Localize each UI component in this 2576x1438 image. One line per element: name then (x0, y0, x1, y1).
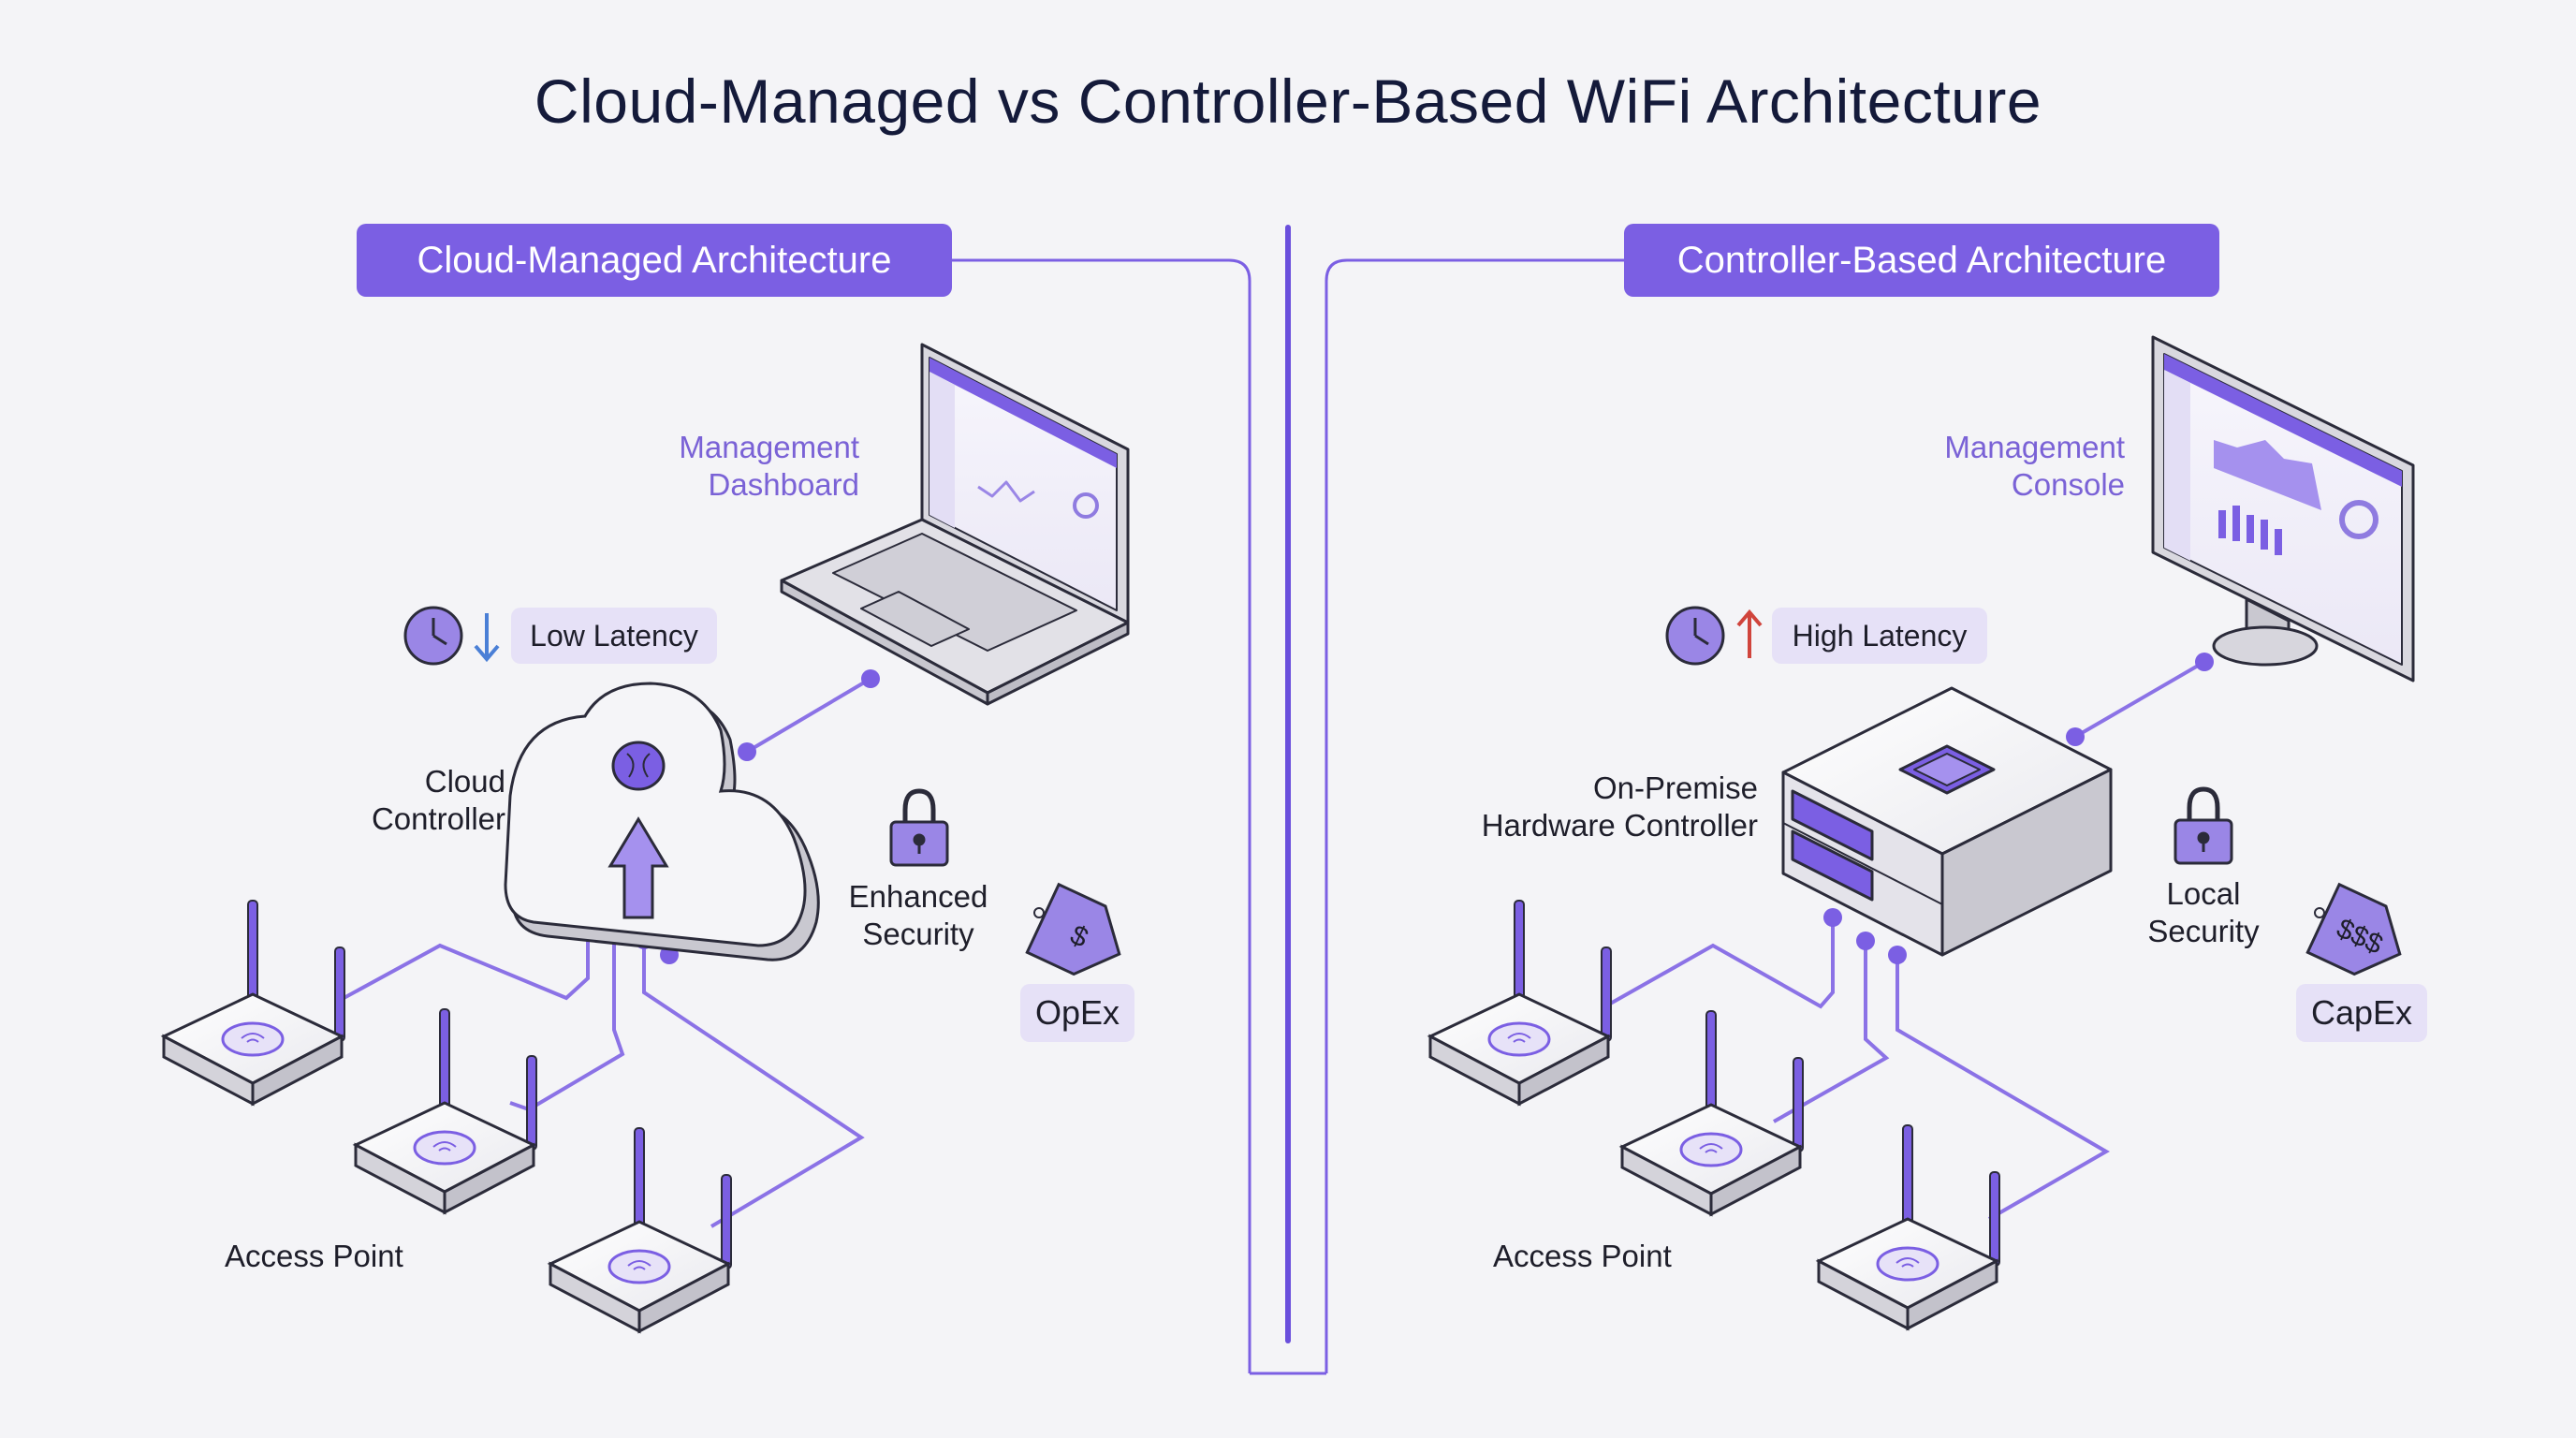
console-label: Management Console (1825, 429, 2125, 504)
enhanced-security-label: Enhanced Security (814, 878, 1022, 953)
local-security-label-line2: Security (2147, 914, 2260, 948)
access-point-right-1 (1427, 900, 1612, 1107)
access-point-left-2 (352, 1008, 537, 1215)
cloud-controller-label-line2: Controller (371, 801, 505, 836)
high-latency-chip: High Latency (1772, 608, 1987, 664)
left-heading: Cloud-Managed Architecture (357, 224, 952, 297)
access-point-right-3 (1815, 1124, 2000, 1331)
latency-up-arrow-icon (1736, 609, 1763, 658)
page-title: Cloud-Managed vs Controller-Based WiFi A… (534, 66, 2042, 136)
low-latency-chip: Low Latency (511, 608, 717, 664)
dashboard-label-line1: Management (679, 430, 859, 464)
hardware-controller-label-line2: Hardware Controller (1481, 808, 1758, 843)
local-security-label: Local Security (2115, 875, 2291, 950)
left-access-point-label: Access Point (225, 1239, 403, 1273)
cloud-controller-label-line1: Cloud (424, 764, 505, 799)
left-clock-icon (403, 606, 463, 666)
console-label-line1: Management (1944, 430, 2125, 464)
right-heading: Controller-Based Architecture (1624, 224, 2219, 297)
right-connection-dots (1823, 653, 2214, 964)
enhanced-security-label-line2: Security (862, 917, 974, 951)
left-lock-icon (889, 788, 949, 867)
right-clock-icon (1665, 606, 1725, 666)
local-security-label-line1: Local (2166, 876, 2241, 911)
access-point-right-2 (1618, 1010, 1804, 1217)
hardware-controller-label-line1: On-Premise (1592, 770, 1758, 805)
access-point-left-1 (160, 900, 345, 1107)
capex-chip: CapEx (2296, 984, 2427, 1042)
right-price-tag-icon (2305, 882, 2402, 976)
monitor-icon (2151, 335, 2415, 682)
opex-chip: OpEx (1020, 984, 1134, 1042)
access-point-left-3 (547, 1127, 732, 1334)
enhanced-security-label-line1: Enhanced (848, 879, 988, 914)
left-connection-lines (336, 677, 872, 1228)
right-connection-lines (1604, 660, 2206, 1221)
hardware-controller-label: On-Premise Hardware Controller (1404, 770, 1758, 844)
dashboard-label: Management Dashboard (562, 429, 859, 504)
cloud-icon (504, 682, 820, 961)
console-label-line2: Console (2011, 467, 2125, 502)
laptop-icon (780, 343, 1130, 706)
right-lock-icon (2174, 786, 2233, 865)
left-price-tag-icon (1025, 882, 1121, 976)
center-divider (951, 225, 1625, 1375)
cloud-controller-label: Cloud Controller (281, 763, 505, 838)
hardware-controller-icon (1781, 686, 2113, 957)
right-access-point-label: Access Point (1493, 1239, 1672, 1273)
latency-down-arrow-icon (474, 613, 500, 663)
dashboard-label-line2: Dashboard (708, 467, 859, 502)
